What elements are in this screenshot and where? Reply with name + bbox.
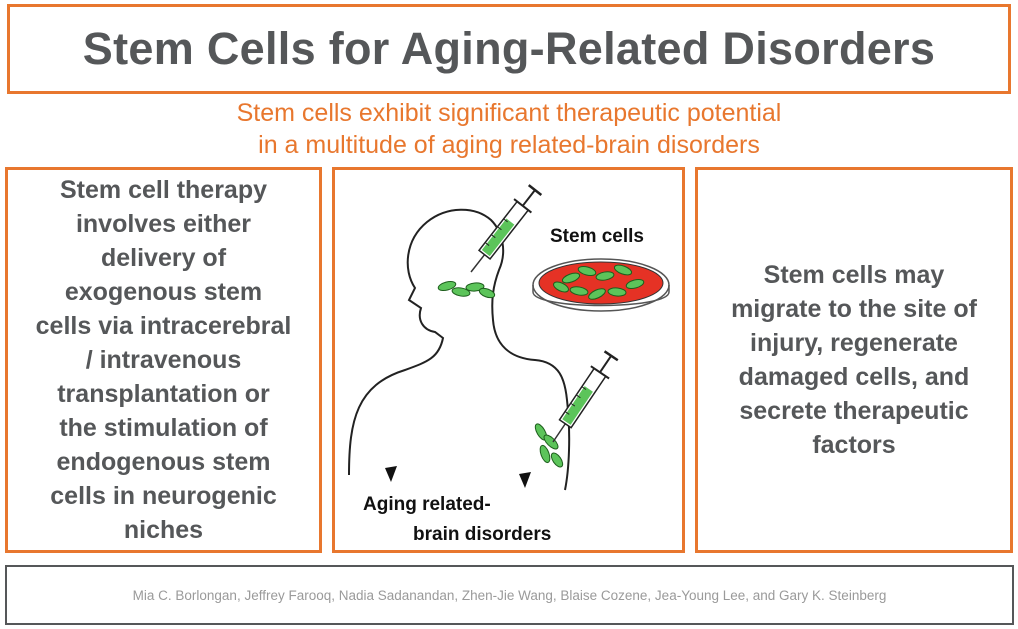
human-silhouette [348, 208, 571, 491]
head-stem-cells [437, 280, 496, 299]
disorder-label-line-1: Aging related- [363, 494, 491, 515]
left-line: delivery of [100, 244, 227, 272]
left-line: niches [123, 516, 204, 544]
shoulder-stem-cells [534, 423, 564, 468]
stem-cells-label: Stem cells [550, 226, 644, 247]
right-line: secrete therapeutic [739, 397, 969, 425]
title-box: Stem Cells for Aging-Related Disorders [7, 4, 1011, 94]
subtitle: Stem cells exhibit significant therapeut… [0, 97, 1018, 161]
subtitle-line-1: Stem cells exhibit significant therapeut… [236, 99, 782, 127]
syringe-head [470, 184, 543, 273]
right-panel-text: Stem cells may migrate to the site of in… [719, 258, 989, 462]
left-line: transplantation or [57, 380, 270, 408]
left-line: Stem cell therapy [59, 176, 268, 204]
left-line: the stimulation of [59, 414, 268, 442]
right-panel: Stem cells may migrate to the site of in… [695, 167, 1013, 553]
page-title: Stem Cells for Aging-Related Disorders [82, 23, 936, 74]
armpit-mark-left [385, 466, 397, 482]
disorder-label-line-2: brain disorders [413, 524, 552, 545]
dish-stem-cells [553, 264, 645, 300]
left-line: involves either [75, 210, 252, 238]
left-line: exogenous stem [64, 278, 263, 306]
left-line: cells via intracerebral [35, 312, 292, 340]
right-line: damaged cells, and [738, 363, 970, 391]
syringe-shoulder [552, 350, 619, 443]
right-line: factors [812, 431, 896, 459]
center-panel: Stem cells Aging related- brain disorder… [332, 167, 685, 553]
armpit-mark-right [519, 472, 531, 488]
diagram-illustration [348, 184, 670, 491]
authors-footer: Mia C. Borlongan, Jeffrey Farooq, Nadia … [5, 565, 1014, 625]
right-line: injury, regenerate [750, 329, 958, 357]
left-line: cells in neurogenic [50, 482, 277, 510]
left-line: endogenous stem [56, 448, 271, 476]
right-line: Stem cells may [763, 261, 945, 289]
left-line: / intravenous [85, 346, 242, 374]
authors-text: Mia C. Borlongan, Jeffrey Farooq, Nadia … [132, 587, 887, 603]
left-panel: Stem cell therapy involves either delive… [5, 167, 322, 553]
left-panel-text: Stem cell therapy involves either delive… [28, 173, 300, 547]
subtitle-line-2: in a multitude of aging related-brain di… [258, 131, 760, 159]
right-line: migrate to the site of [731, 295, 977, 323]
